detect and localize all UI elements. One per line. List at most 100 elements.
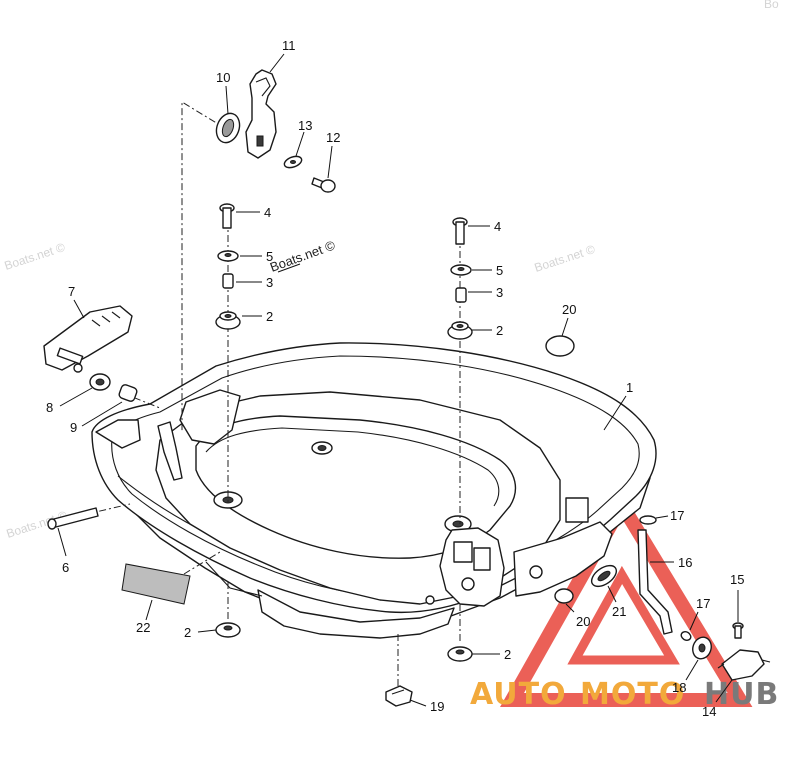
grommet-21-slot [597,570,611,582]
label-9: 9 [70,420,77,435]
label-21: 21 [612,604,626,619]
bottom-cowling [91,342,657,639]
part-bushing-9 [118,384,138,402]
leader-20b [565,603,575,613]
logo-text-hub: HUB [704,677,779,712]
clip-17-bottom-ring [680,631,692,641]
left-washer-5-hole [224,253,232,257]
label-22: 22 [136,620,150,635]
rear-panel-tab [565,497,589,523]
left-bolt-4-shank [222,207,232,229]
bushing-9-body [118,384,138,402]
label-18: 18 [672,680,686,695]
watermark-faint-1: Boats.net © [3,240,67,273]
label-4a: 4 [264,205,271,220]
grommet-19-body [385,685,413,707]
leader-11 [269,53,285,73]
leader-7 [73,299,85,319]
assembly-line-latch [119,391,161,409]
cowling-well-step [205,427,500,507]
part-screw-12 [311,177,336,193]
label-5a: 5 [266,249,273,264]
screw-12-head [320,179,336,193]
clip-17-top-ring [639,515,657,525]
boss-center-hole [317,445,327,451]
label-5b: 5 [496,263,503,278]
leader-lines [57,53,739,707]
latch-handle-pin [73,363,83,373]
label-6: 6 [62,560,69,575]
right-collar-3 [455,287,467,303]
bracket-block-2 [473,547,491,571]
leader-watermark [277,263,301,273]
part-plug-20-side [554,588,574,604]
part-screw-15 [732,622,744,639]
leader-8 [59,387,93,407]
label-10: 10 [216,70,230,85]
part-washer-13 [283,155,303,169]
part-labels: 11 10 13 12 4 5 3 2 4 5 3 2 7 8 9 20 1 6… [46,38,744,719]
label-2c: 2 [184,625,191,640]
cowling-inner-well [195,415,517,559]
washer-18-hole [698,643,706,653]
label-13: 13 [298,118,312,133]
leader-1 [603,395,627,431]
rear-panel-grommet [529,565,543,579]
label-17a: 17 [670,508,684,523]
right-fastener-stack [447,217,473,340]
part-grommet-10 [215,112,241,144]
leader-9 [81,401,123,427]
latch-handle-ribs [91,311,121,327]
label-19: 19 [430,699,444,714]
part-decal-22 [121,563,191,605]
left-grommet-2-hole [224,314,232,318]
washer-13-hole [290,160,296,164]
right-bolt-4-shank [455,221,465,245]
leader-20a [561,317,569,337]
label-14: 14 [702,704,716,719]
part-pin-6 [47,507,99,530]
leader-2c [197,629,217,633]
assembly-line-decal [183,551,221,575]
right-washer-5-hole [457,267,465,271]
latch-handle-shaft [56,347,84,365]
leader-6 [57,527,67,557]
hook-bracket-slot [256,135,264,147]
label-3a: 3 [266,275,273,290]
part-hook-bracket [245,69,277,159]
part-clip-17-bottom [680,631,692,641]
cowling-bracket-cluster [439,527,505,607]
part-grommet-21 [590,564,618,588]
leader-17b [689,611,699,631]
part-hose-16 [637,529,673,635]
cowling-post-left [157,421,183,481]
label-2a: 2 [266,309,273,324]
cowling-rib [179,389,241,445]
leader-22 [145,599,153,621]
hook-bracket-body [245,69,277,159]
grommet-19-slot [391,689,405,695]
leader-19 [409,699,427,707]
plug-20-side-cap [554,588,574,604]
leader-18 [685,659,699,681]
leader-10 [225,85,229,115]
watermark-main: Boats.net © [268,237,338,275]
leader-17a [655,515,669,519]
bottom-grommet-left-hole [223,625,233,631]
ring-8-inner [95,378,105,386]
decal-22-plate [121,563,191,605]
part-fitting-14 [717,649,771,681]
hook-bracket-inner [255,77,271,97]
plug-20-top-cap [545,335,575,357]
label-1: 1 [626,380,633,395]
assembly-line-hook [181,101,229,432]
label-20b: 20 [576,614,590,629]
grommet-10-inner [221,118,235,138]
part-plug-20-top [545,335,575,357]
label-4b: 4 [494,219,501,234]
part-latch-handle [43,305,133,373]
watermark-corner: Bo [764,0,779,11]
boss-right-hole [452,520,464,528]
bracket-screw [461,577,475,591]
cowling-rim-inner [111,355,640,599]
